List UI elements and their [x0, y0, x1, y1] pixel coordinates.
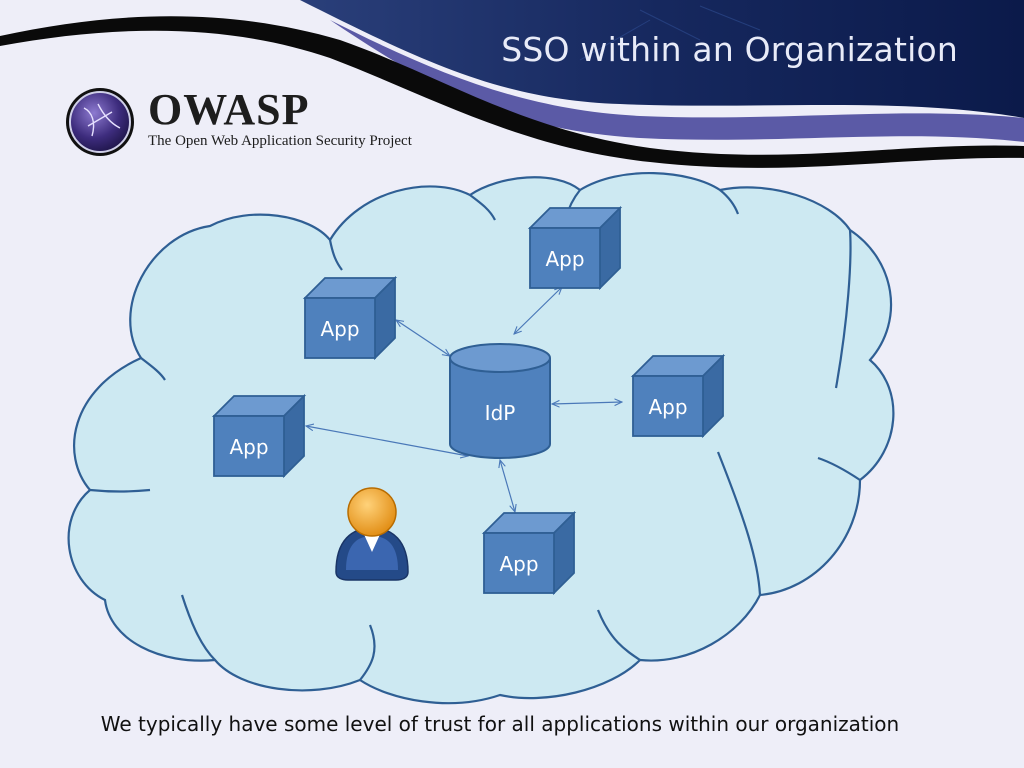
app-label-upper-left: App [320, 317, 359, 341]
app-label-bottom: App [499, 552, 538, 576]
owasp-tagline: The Open Web Application Security Projec… [148, 133, 412, 149]
slide-caption-text: We typically have some level of trust fo… [100, 712, 900, 736]
slide-caption: We typically have some level of trust fo… [0, 712, 1024, 736]
owasp-wordmark: OWASP [148, 85, 310, 134]
idp-label: IdP [485, 401, 516, 425]
app-box-upper-left: App [302, 275, 398, 361]
app-box-right: App [630, 353, 726, 439]
app-label-right: App [648, 395, 687, 419]
idp-database: IdP [449, 343, 551, 459]
app-label-top: App [545, 247, 584, 271]
owasp-globe-icon [66, 88, 134, 156]
connector-idp-app-left [306, 426, 468, 456]
connectors [306, 287, 622, 512]
app-box-bottom: App [481, 510, 577, 596]
app-box-top: App [527, 205, 623, 291]
app-box-left: App [211, 393, 307, 479]
user-icon [335, 487, 409, 581]
slide-title: SSO within an Organization [501, 30, 958, 69]
app-label-left: App [229, 435, 268, 459]
connector-idp-app-bottom [500, 460, 515, 512]
connector-idp-app-right [552, 402, 622, 404]
header-banner [0, 0, 1024, 168]
connector-idp-app-top [514, 287, 562, 334]
connector-idp-app-upper-left [396, 320, 450, 356]
